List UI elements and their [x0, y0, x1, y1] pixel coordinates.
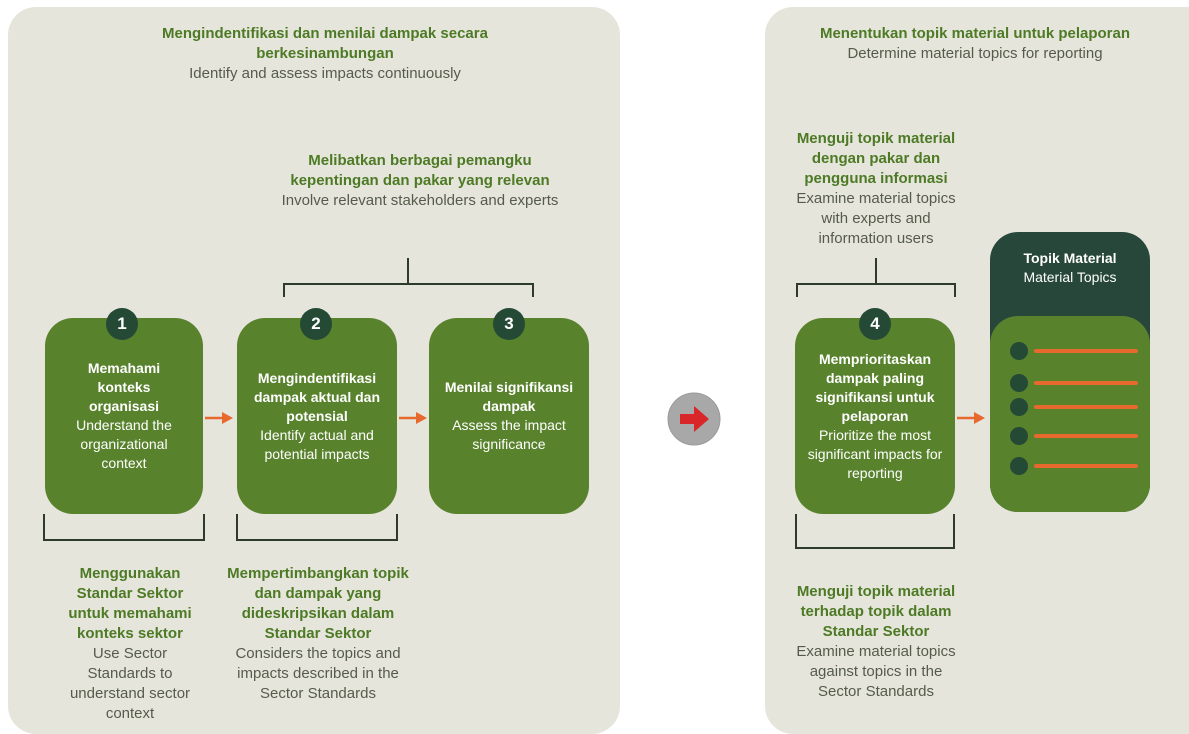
step-3-box: Menilai signifikansi dampak Assess the i…	[429, 318, 589, 514]
topic-bullet	[1010, 427, 1028, 445]
step-4-label-id: Memprioritaskan dampak paling signifikan…	[815, 350, 935, 424]
left-panel-title: Mengindentifikasi dan menilai dampak sec…	[120, 24, 530, 84]
stakeholders-en: Involve relevant stakeholders and expert…	[281, 192, 559, 209]
step-1-number: 1	[106, 308, 138, 340]
right-title-en: Determine material topics for reporting	[847, 45, 1103, 62]
left-title-id: Mengindentifikasi dan menilai dampak sec…	[162, 25, 488, 62]
sector-note-1-en: Use Sector Standards to understand secto…	[69, 645, 191, 722]
stakeholders-note: Melibatkan berbagai pemangku kepentingan…	[280, 151, 560, 211]
step-3-label-en: Assess the impact significance	[452, 417, 566, 452]
experts-note: Menguji topik material dengan pakar dan …	[778, 129, 974, 249]
topic-line	[1034, 349, 1138, 353]
sector-check-id: Menguji topik material terhadap topik da…	[796, 583, 956, 640]
topics-title-id: Topik Material	[1023, 250, 1117, 266]
topic-bullet	[1010, 374, 1028, 392]
topic-bullet	[1010, 398, 1028, 416]
stakeholder-bracket-left	[283, 283, 285, 297]
step-2-label-id: Mengindentifikasi dampak aktual dan pote…	[253, 369, 381, 424]
sector-check-note: Menguji topik material terhadap topik da…	[778, 582, 974, 702]
experts-bracket-right	[954, 283, 956, 297]
step-4-number: 4	[859, 308, 891, 340]
right-title-id: Menentukan topik material untuk pelapora…	[819, 25, 1131, 42]
sector-note-2: Mempertimbangkan topik dan dampak yang d…	[212, 564, 424, 704]
topics-card-title: Topik Material Material Topics	[990, 249, 1150, 287]
step-4-label-en: Prioritize the most significant impacts …	[807, 426, 943, 481]
sector-bracket-1-left	[43, 514, 45, 540]
topics-title-en: Material Topics	[1023, 269, 1117, 285]
topics-list	[990, 316, 1150, 512]
step-3-number: 3	[493, 308, 525, 340]
step-2-box: Mengindentifikasi dampak aktual dan pote…	[237, 318, 397, 514]
topic-bullet	[1010, 342, 1028, 360]
stakeholder-bracket-right	[532, 283, 534, 297]
experts-bracket-top	[796, 283, 956, 285]
step-1-box: Memahami konteks organisasi Understand t…	[45, 318, 203, 514]
stakeholder-bracket-top	[283, 283, 534, 285]
step-4-box: Memprioritaskan dampak paling signifikan…	[795, 318, 955, 514]
orange-arrow-right-icon	[957, 412, 985, 424]
topic-line	[1034, 405, 1138, 409]
sector-note-1: Menggunakan Standar Sektor untuk memaham…	[55, 564, 205, 724]
left-title-en: Identify and assess impacts continuously	[189, 65, 461, 82]
topic-line	[1034, 434, 1138, 438]
sector-bracket-4-bottom	[795, 547, 955, 549]
experts-en: Examine material topics with experts and…	[796, 190, 956, 247]
experts-bracket-left	[796, 283, 798, 297]
right-panel-title: Menentukan topik material untuk pelapora…	[815, 24, 1135, 64]
step-3-label-id: Menilai signifikansi dampak	[444, 379, 574, 414]
orange-arrow-right-icon	[205, 412, 233, 424]
sector-bracket-4-left	[795, 514, 797, 548]
topic-line	[1034, 381, 1138, 385]
experts-bracket-stem	[875, 258, 877, 284]
sector-note-1-id: Menggunakan Standar Sektor untuk memaham…	[68, 565, 192, 642]
sector-bracket-2-right	[396, 514, 398, 540]
red-arrow-right-icon	[667, 392, 721, 446]
step-1-label-id: Memahami konteks organisasi	[87, 360, 161, 414]
step-2-number: 2	[300, 308, 332, 340]
topic-bullet	[1010, 457, 1028, 475]
experts-id: Menguji topik material dengan pakar dan …	[796, 130, 956, 187]
sector-bracket-4-right	[953, 514, 955, 548]
step-1-label-en: Understand the organizational context	[76, 417, 172, 471]
sector-bracket-1-right	[203, 514, 205, 540]
sector-check-en: Examine material topics against topics i…	[796, 643, 956, 700]
orange-arrow-right-icon	[399, 412, 427, 424]
sector-bracket-2-bottom	[236, 539, 398, 541]
sector-bracket-2-left	[236, 514, 238, 540]
sector-note-2-en: Considers the topics and impacts describ…	[235, 645, 401, 702]
topic-line	[1034, 464, 1138, 468]
sector-bracket-1-bottom	[43, 539, 205, 541]
step-2-label-en: Identify actual and potential impacts	[260, 426, 374, 462]
stakeholder-bracket-stem	[407, 258, 409, 284]
sector-note-2-id: Mempertimbangkan topik dan dampak yang d…	[227, 565, 409, 642]
stakeholders-id: Melibatkan berbagai pemangku kepentingan…	[290, 152, 550, 189]
